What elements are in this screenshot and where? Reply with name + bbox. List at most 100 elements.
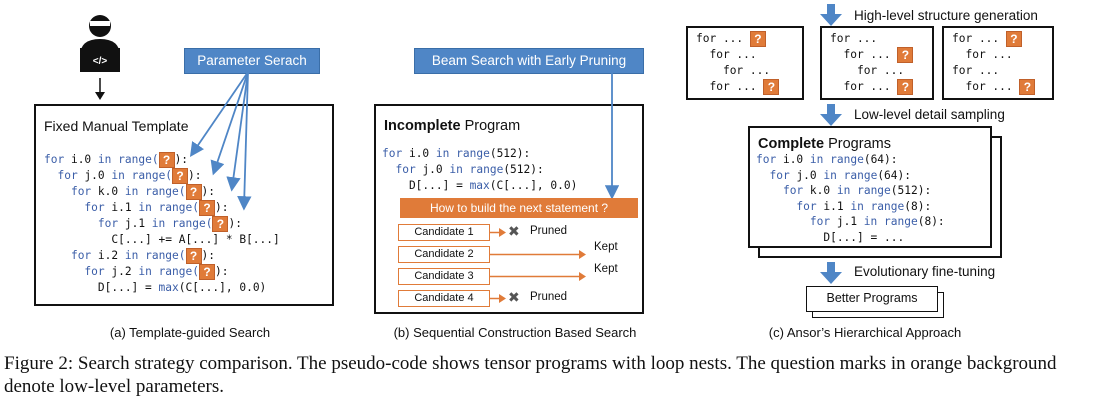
code-keyword: in	[138, 265, 152, 278]
caption-a: (a) Template-guided Search	[109, 325, 271, 340]
code-keyword: in	[124, 185, 139, 198]
svg-text:</>: </>	[93, 56, 108, 67]
incomplete-title-rest: Program	[460, 118, 521, 134]
sketch-loop-text: for ...	[843, 48, 891, 61]
code-keyword: in	[138, 201, 152, 214]
sketch-loop-text: for ...	[843, 80, 891, 93]
sketch-code: for ... for ... ? for ... for ... ?	[830, 31, 914, 95]
code-function: range	[884, 215, 918, 228]
code-keyword: for	[756, 153, 777, 166]
sketch-line: for ... ?	[952, 79, 1036, 95]
candidate-arrow	[490, 228, 506, 237]
sketch-line: for ... ?	[952, 31, 1035, 47]
code-keyword: for	[395, 163, 416, 176]
code-line: for j.0 in range(64):	[769, 168, 911, 182]
code-function: range	[870, 199, 905, 213]
code-keyword: in	[449, 163, 463, 176]
sketch-frame: for ... for ... ? for ... for ... ?	[820, 26, 934, 100]
complete-title-bold: Complete	[758, 136, 825, 152]
panel-b: Beam Search with Early Pruning Incomplet…	[370, 0, 670, 345]
parameter-question-mark: ?	[185, 184, 202, 200]
complete-title-rest: Programs	[824, 136, 891, 152]
code-function: range	[469, 163, 504, 176]
sketch-loop-text: for ...	[722, 64, 771, 77]
parameter-question-mark: ?	[749, 31, 766, 47]
sketch-loop-text: for ...	[965, 48, 1013, 61]
code-line: for i.2 in range(?):	[70, 248, 215, 264]
code-statement: D[...] = ...	[756, 230, 905, 244]
step3-label: Evolutionary fine-tuning	[854, 264, 996, 279]
parameter-question-mark: ?	[1005, 31, 1022, 47]
better-frame: Better Programs	[806, 286, 938, 312]
code-function: range(	[158, 201, 199, 214]
candidate-box: Candidate 3	[398, 268, 490, 285]
code-line: for k.0 in range(?):	[70, 184, 215, 200]
sketch-loop-text: for ...	[709, 80, 757, 93]
sketch-code: for ... ? for ... for ... for ... ?	[952, 31, 1036, 95]
incomplete-title: Incomplete Program	[384, 118, 520, 134]
sketch-loop-text: for ...	[965, 80, 1013, 93]
code-line: for j.1 in range(?):	[97, 216, 242, 232]
candidate-arrow	[490, 250, 586, 259]
sketch-line: for ...	[952, 47, 1035, 63]
candidate-result: Pruned	[530, 291, 568, 303]
code-statement: C[...] += A[...] * B[...]	[44, 233, 280, 246]
code-function: range	[843, 168, 878, 182]
better-programs-label: Better Programs	[826, 291, 918, 305]
candidate-result: Pruned	[530, 225, 568, 237]
code-keyword: for	[84, 201, 105, 214]
parameter-question-mark: ?	[763, 79, 780, 95]
code-keyword: in	[435, 147, 450, 160]
sketch-line: for ... ?	[830, 79, 914, 95]
sketch-loop-text: for ...	[856, 64, 905, 77]
code-function: range(	[131, 169, 173, 182]
sketch-frame: for ... ? for ... for ... for ... ?	[686, 26, 804, 100]
code-function: range(	[145, 185, 186, 198]
template-code: for i.0 in range(?): for j.0 in range(?)…	[44, 152, 280, 296]
beam-arrow	[604, 72, 620, 200]
template-frame: Fixed Manual Template	[34, 104, 334, 306]
complete-code: for i.0 in range(64): for j.0 in range(6…	[756, 152, 945, 245]
step1-label: High-level structure generation	[854, 8, 1038, 23]
beam-search-label: Beam Search with Early Pruning	[414, 48, 644, 74]
candidate-box: Candidate 2	[398, 246, 490, 263]
parameter-search-label: Parameter Serach	[184, 48, 320, 74]
step2-label: Low-level detail sampling	[854, 107, 1005, 122]
code-function: range(	[158, 265, 199, 278]
sketch-line: for ...	[696, 47, 779, 63]
code-statement: D[...] = max(C[...], 0.0)	[44, 281, 267, 294]
candidate-arrow	[490, 272, 586, 281]
code-line: for i.1 in range(8):	[796, 199, 932, 213]
parameter-question-mark: ?	[198, 264, 215, 280]
code-keyword: for	[769, 168, 790, 182]
code-keyword: in	[124, 249, 139, 262]
sketch-frame: for ... ? for ... for ... for ... ?	[942, 26, 1054, 100]
sketch-loop-text: for ...	[709, 48, 757, 61]
code-line: for j.0 in range(512):	[395, 163, 544, 176]
sketch-line: for ... ?	[696, 31, 779, 47]
candidate-result: Kept	[594, 263, 618, 275]
developer-icon: </>	[76, 8, 124, 78]
code-line: for i.1 in range(?):	[84, 200, 229, 216]
step2-arrow-icon	[820, 104, 842, 126]
code-keyword: for	[70, 185, 92, 198]
code-keyword: for	[796, 199, 817, 213]
code-function: range	[456, 147, 490, 160]
code-line: for i.0 in range(512):	[382, 147, 531, 160]
code-keyword: in	[97, 153, 112, 166]
sketch-loop-text: for ...	[952, 32, 1000, 45]
caption-b: (b) Sequential Construction Based Search	[393, 325, 637, 340]
incomplete-code: for i.0 in range(512): for j.0 in range(…	[382, 146, 577, 194]
candidate-box: Candidate 1	[398, 224, 490, 241]
code-keyword: for	[382, 147, 403, 160]
parameter-question-mark: ?	[212, 216, 229, 232]
code-line: for i.0 in range(?):	[44, 152, 189, 168]
code-keyword: in	[836, 184, 851, 197]
code-statement: D[...] = max(C[...], 0.0)	[382, 179, 578, 192]
sketch-line: for ... ?	[696, 79, 780, 95]
figure-caption: Figure 2: Search strategy comparison. Th…	[4, 353, 1057, 397]
code-keyword: for	[44, 153, 65, 166]
sketch-line: for ...	[830, 63, 913, 79]
panel-c: High-level structure generation for ... …	[680, 0, 1101, 345]
parameter-question-mark: ?	[172, 168, 189, 184]
